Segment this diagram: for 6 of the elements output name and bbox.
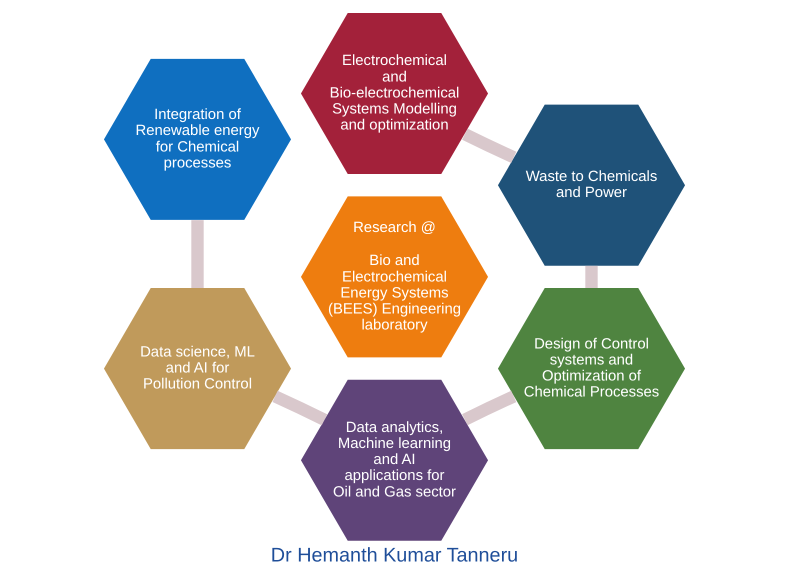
connector <box>462 390 516 426</box>
connector <box>272 390 327 426</box>
connector <box>462 128 516 163</box>
connector <box>584 266 598 288</box>
caption: Dr Hemanth Kumar Tanneru <box>270 544 518 567</box>
connector <box>190 220 204 288</box>
